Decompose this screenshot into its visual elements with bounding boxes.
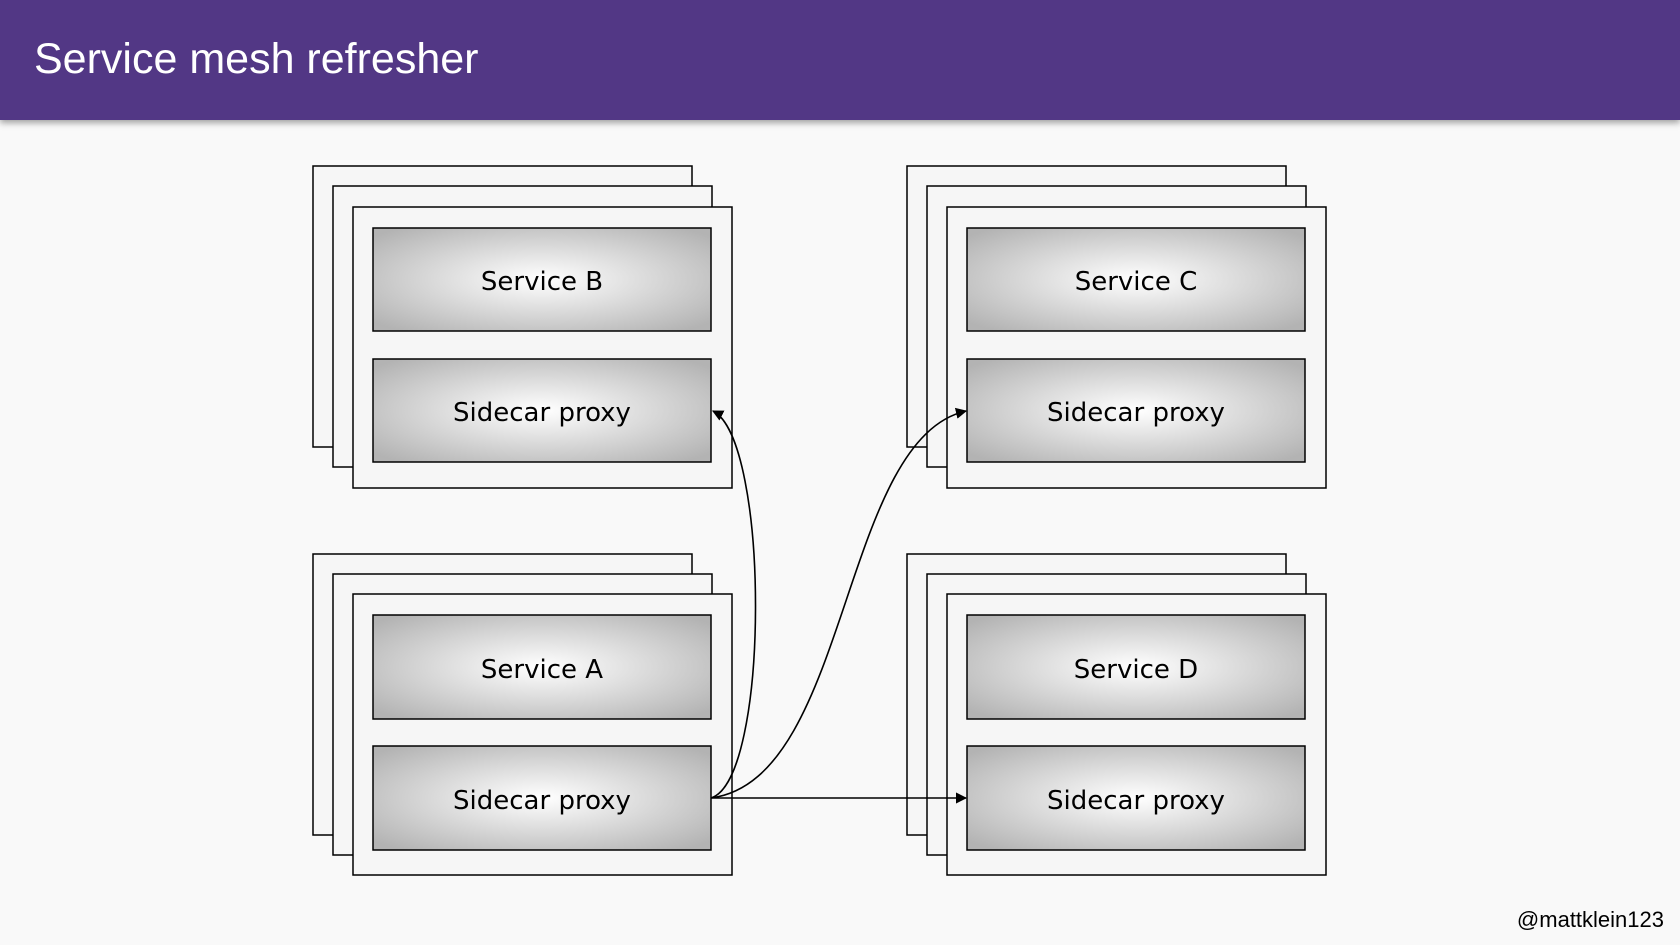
- node-service-d: Service D Sidecar proxy: [906, 553, 1327, 876]
- edge-a-to-b: [710, 410, 757, 799]
- service-label: Service A: [481, 655, 603, 685]
- sidecar-proxy-box: [966, 745, 1306, 851]
- sidecar-proxy-label: Sidecar proxy: [453, 786, 631, 816]
- sidecar-proxy-label: Sidecar proxy: [453, 398, 631, 428]
- sidecar-proxy-box: [372, 358, 712, 463]
- service-box: [966, 614, 1306, 720]
- author-handle: @mattklein123: [1516, 907, 1664, 932]
- node-service-a: Service A Sidecar proxy: [312, 553, 733, 876]
- edge-a-to-c: [710, 407, 968, 799]
- node-service-b: Service B Sidecar proxy: [312, 165, 733, 489]
- service-box: [372, 227, 712, 332]
- sidecar-proxy-label: Sidecar proxy: [1047, 398, 1225, 428]
- service-label: Service C: [1075, 267, 1198, 297]
- service-label: Service B: [481, 267, 603, 297]
- page-title: Service mesh refresher: [34, 35, 479, 83]
- service-box: [372, 614, 712, 720]
- header-bar: Service mesh refresher: [0, 0, 1680, 120]
- service-box: [966, 227, 1306, 332]
- sidecar-proxy-label: Sidecar proxy: [1047, 786, 1225, 816]
- node-service-c: Service C Sidecar proxy: [906, 165, 1327, 489]
- service-label: Service D: [1074, 655, 1198, 685]
- sidecar-proxy-box: [966, 358, 1306, 463]
